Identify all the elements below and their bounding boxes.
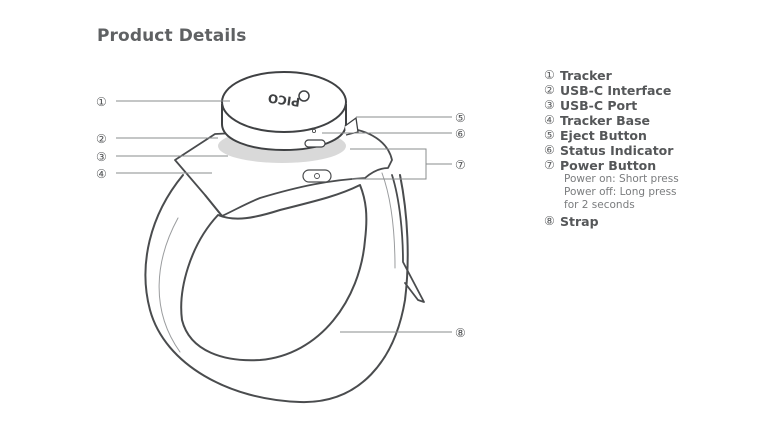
strap-illustration bbox=[144, 172, 425, 404]
legend-item-eject-button: ⑤ Eject Button bbox=[544, 128, 764, 143]
pico-logo: PICO bbox=[267, 91, 301, 109]
legend-num: ⑦ bbox=[544, 158, 555, 172]
legend-item-status-indicator: ⑥ Status Indicator bbox=[544, 143, 764, 158]
legend-num: ⑧ bbox=[544, 214, 555, 228]
legend-item-strap: ⑧ Strap bbox=[544, 214, 764, 229]
callout-7: ⑦ bbox=[455, 158, 466, 172]
legend-num: ③ bbox=[544, 98, 555, 112]
legend-num: ② bbox=[544, 83, 555, 97]
legend-num: ⑤ bbox=[544, 128, 555, 142]
legend-label: USB-C Port bbox=[560, 98, 638, 113]
legend-label: Tracker Base bbox=[560, 113, 651, 128]
legend-item-usb-c-interface: ② USB-C Interface bbox=[544, 83, 764, 98]
callout-2: ② bbox=[96, 132, 107, 146]
legend-num: ① bbox=[544, 68, 555, 82]
legend-label: USB-C Interface bbox=[560, 83, 672, 98]
legend-item-tracker-base: ④ Tracker Base bbox=[544, 113, 764, 128]
power-button-desc-line-2: Power off: Long press bbox=[564, 186, 677, 198]
legend-item-power-button: ⑦ Power Button bbox=[544, 158, 764, 173]
callout-8: ⑧ bbox=[455, 326, 466, 340]
legend-label: Power Button bbox=[560, 158, 657, 173]
callout-6: ⑥ bbox=[455, 127, 466, 141]
callout-5: ⑤ bbox=[455, 111, 466, 125]
power-button-desc-line-1: Power on: Short press bbox=[564, 173, 679, 185]
legend-label: Eject Button bbox=[560, 128, 647, 143]
legend-num: ④ bbox=[544, 113, 555, 127]
legend-num: ⑥ bbox=[544, 143, 555, 157]
tracker-illustration: PICO bbox=[221, 71, 359, 152]
page-title: Product Details bbox=[97, 26, 247, 46]
legend-item-tracker: ① Tracker bbox=[544, 68, 764, 83]
callout-4: ④ bbox=[96, 167, 107, 181]
callout-3: ③ bbox=[96, 150, 107, 164]
parts-legend: ① Tracker ② USB-C Interface ③ USB-C Port… bbox=[544, 68, 764, 229]
legend-label: Tracker bbox=[560, 68, 612, 83]
callout-1: ① bbox=[96, 95, 107, 109]
power-button-desc-line-3: for 2 seconds bbox=[564, 199, 635, 211]
legend-item-usb-c-port: ③ USB-C Port bbox=[544, 98, 764, 113]
leader-lines bbox=[116, 100, 452, 333]
legend-label: Strap bbox=[560, 214, 599, 229]
legend-label: Status Indicator bbox=[560, 143, 674, 158]
